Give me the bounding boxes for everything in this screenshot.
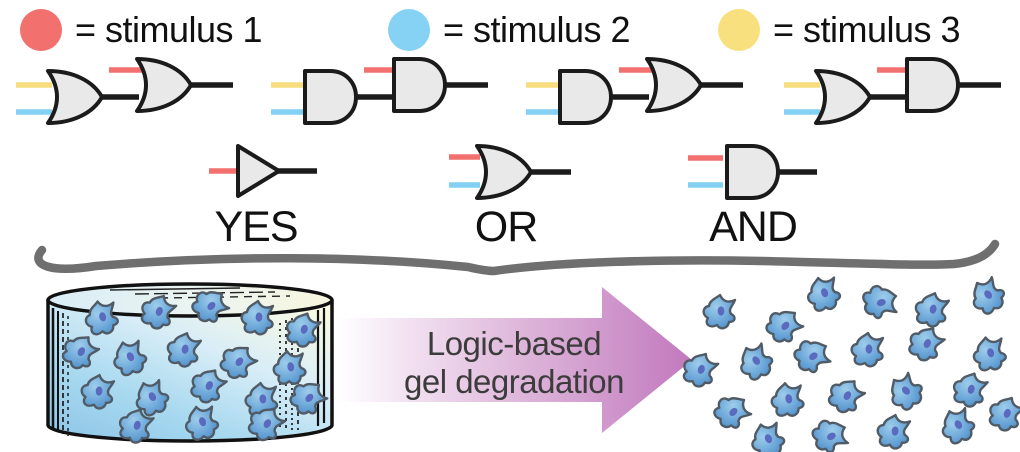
hydrogel-cylinder-icon bbox=[46, 281, 334, 447]
arrow-caption-line2: gel degradation bbox=[403, 363, 625, 400]
gate-combo-and-and bbox=[271, 57, 488, 125]
cell-icon bbox=[911, 289, 951, 330]
legend-label-stimulus-1: = stimulus 1 bbox=[75, 9, 263, 50]
cell-icon bbox=[934, 402, 981, 450]
or-gate-icon bbox=[46, 69, 104, 125]
legend-label-stimulus-2: = stimulus 2 bbox=[443, 9, 631, 50]
released-cells-group bbox=[677, 272, 1020, 452]
legend-item-stimulus-2: = stimulus 2 bbox=[388, 7, 631, 53]
arrow-shape bbox=[338, 287, 692, 433]
arrow-caption-line1: Logic-based bbox=[426, 325, 602, 362]
cell-icon bbox=[857, 279, 903, 323]
cell-icon bbox=[903, 320, 948, 367]
or-gate-group bbox=[449, 144, 571, 200]
legend-item-stimulus-1: = stimulus 1 bbox=[20, 7, 263, 53]
buffer-gate-icon bbox=[236, 144, 281, 198]
yes-label: YES bbox=[214, 203, 298, 251]
or-gate-icon bbox=[135, 57, 193, 113]
cell-icon bbox=[788, 331, 836, 379]
brace-path bbox=[34, 239, 1000, 276]
stimulus-3-dot-icon bbox=[718, 9, 760, 51]
and-gate-icon bbox=[725, 144, 780, 200]
or-gate-icon bbox=[475, 144, 533, 200]
and-label: AND bbox=[709, 203, 798, 251]
cell-icon bbox=[963, 272, 1012, 321]
cell-icon bbox=[968, 332, 1010, 376]
cell-icon bbox=[881, 368, 930, 417]
cell-icon bbox=[801, 272, 845, 317]
cell-icon bbox=[759, 301, 808, 350]
arrow-caption: Logic-based gel degradation bbox=[356, 325, 672, 401]
legend-item-stimulus-3: = stimulus 3 bbox=[718, 7, 961, 53]
or-label: OR bbox=[474, 203, 539, 251]
gate-combo-and-or bbox=[526, 57, 743, 125]
cell-icon bbox=[806, 412, 854, 452]
cell-icon bbox=[850, 331, 885, 368]
stimulus-2-dot-icon bbox=[388, 9, 430, 51]
and-gate-icon bbox=[558, 69, 613, 125]
legend-label-stimulus-3: = stimulus 3 bbox=[773, 9, 961, 50]
and-gate-icon bbox=[303, 69, 358, 125]
or-gate-icon bbox=[645, 57, 703, 113]
cell-icon bbox=[744, 417, 790, 452]
yes-gate-group bbox=[209, 144, 317, 198]
gate-combo-or-and bbox=[784, 57, 1001, 125]
and-gate-group bbox=[688, 144, 817, 200]
cell-icon bbox=[731, 338, 779, 386]
stimulus-1-dot-icon bbox=[20, 9, 62, 51]
left-hatch-lines bbox=[51, 308, 69, 436]
cell-icon bbox=[983, 391, 1020, 436]
cell-icon bbox=[822, 371, 869, 419]
cell-icon bbox=[677, 347, 722, 392]
cell-icon bbox=[767, 379, 807, 421]
cell-icon bbox=[948, 368, 991, 411]
cell-icon bbox=[707, 387, 756, 436]
process-arrow-icon bbox=[338, 287, 692, 433]
cell-icon bbox=[875, 412, 912, 451]
brace-icon bbox=[34, 239, 1000, 276]
cell-icon bbox=[702, 293, 737, 330]
or-gate-icon bbox=[814, 69, 872, 125]
and-gate-icon bbox=[392, 57, 447, 113]
and-gate-icon bbox=[905, 57, 960, 113]
gate-combo-or-or bbox=[16, 57, 233, 125]
